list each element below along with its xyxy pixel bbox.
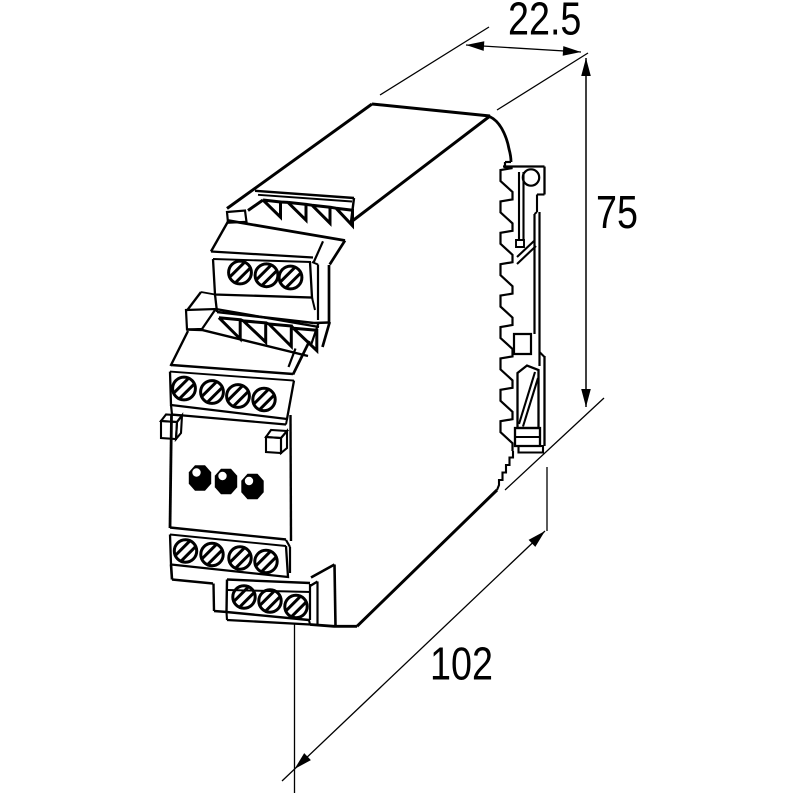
svg-text:75: 75 — [596, 186, 638, 237]
svg-text:22.5: 22.5 — [508, 0, 581, 44]
svg-text:102: 102 — [430, 638, 493, 689]
